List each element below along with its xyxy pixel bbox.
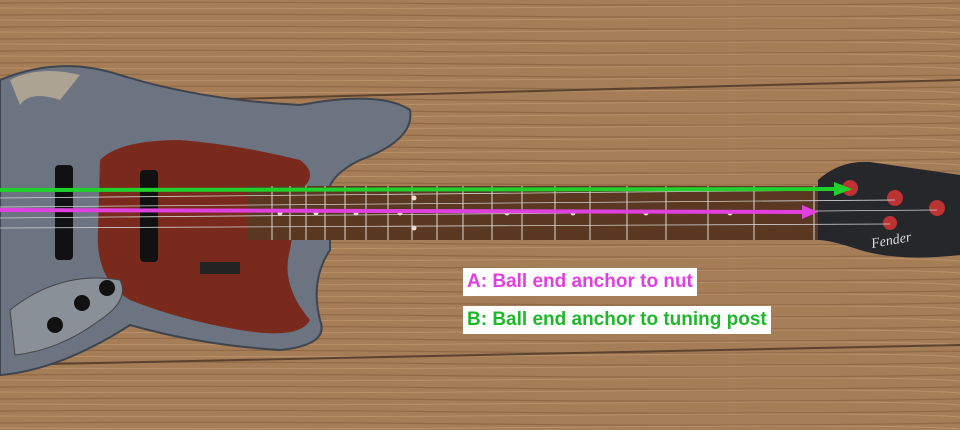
arrow-b-tuning-post xyxy=(0,182,852,196)
annotation-b-label: B: Ball end anchor to tuning post xyxy=(463,306,771,334)
headstock-logo: Fender xyxy=(869,230,913,252)
annotation-a-label: A: Ball end anchor to nut xyxy=(463,268,697,296)
arrow-a-nut xyxy=(0,205,818,219)
